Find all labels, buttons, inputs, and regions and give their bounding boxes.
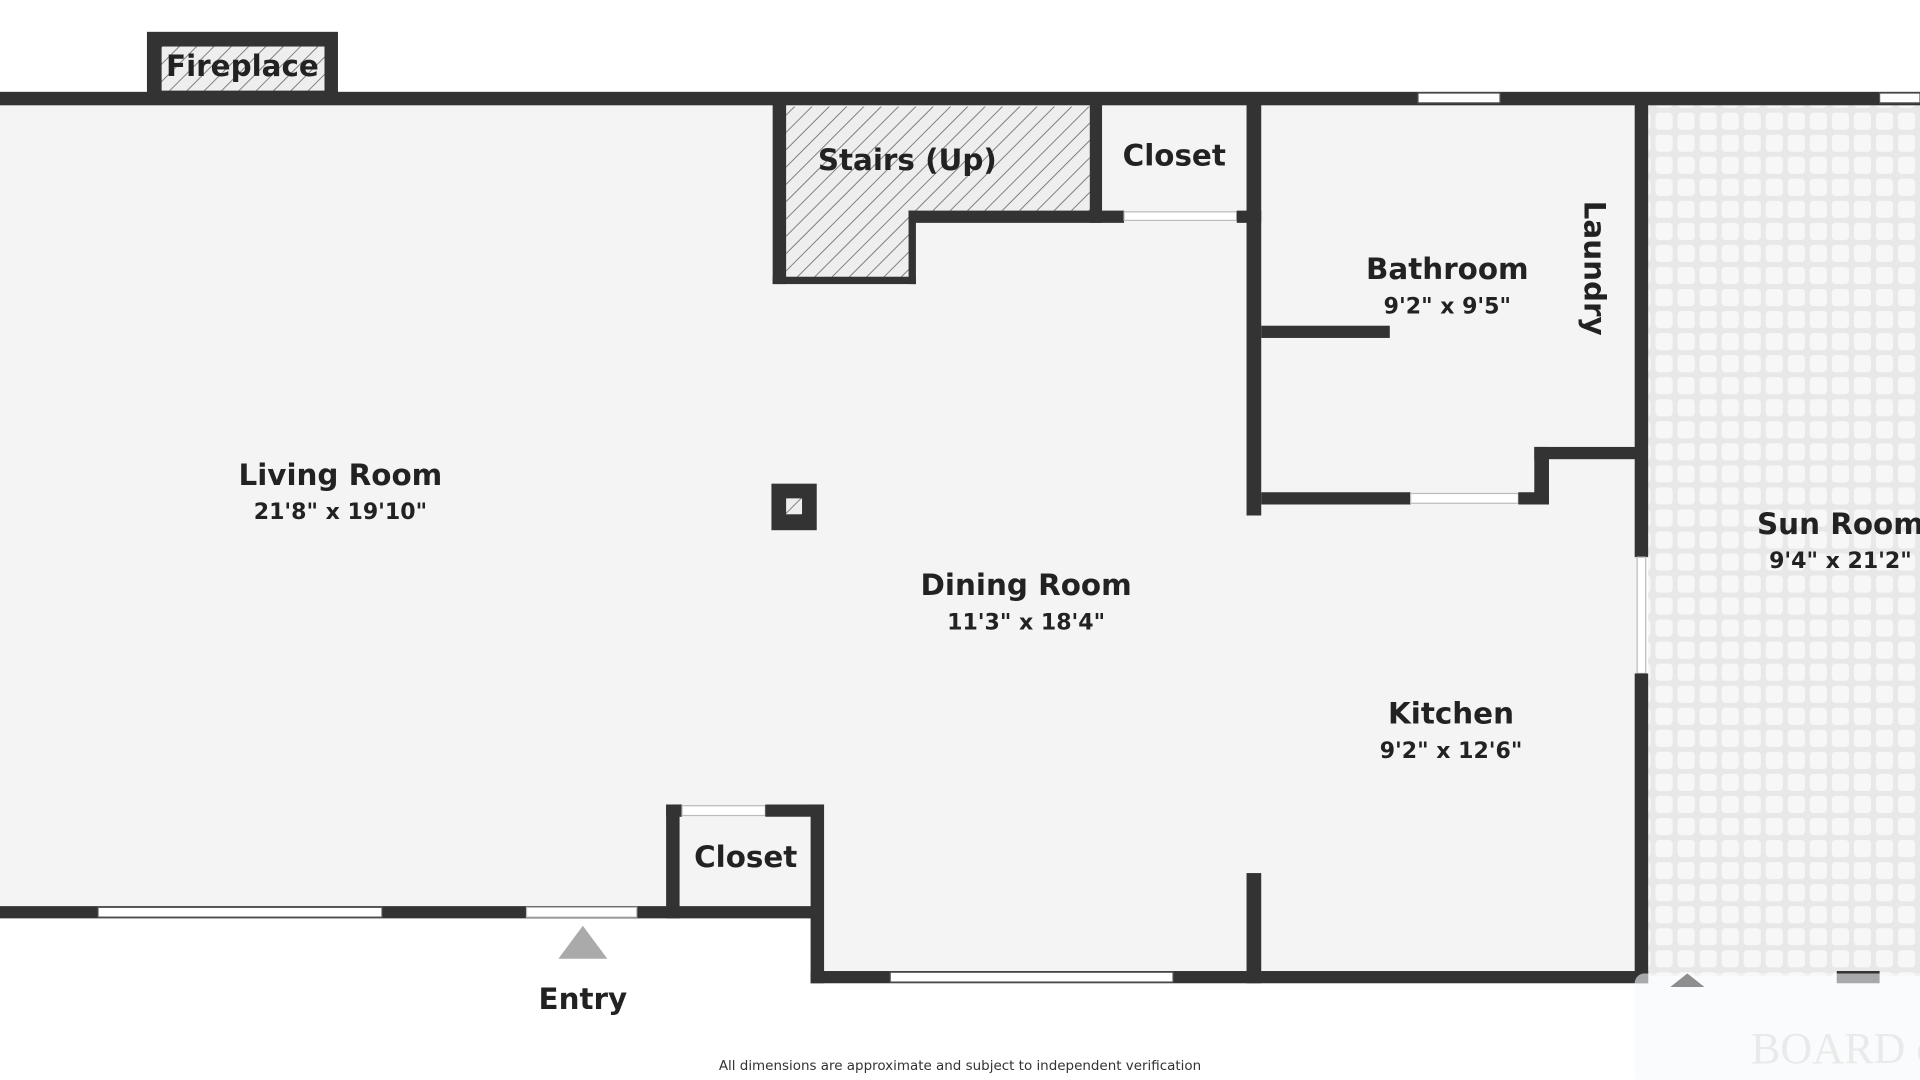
laundry-label: Laundry	[1577, 201, 1611, 336]
closet-bottom-label: Closet	[694, 840, 797, 874]
entry-label: Entry	[539, 982, 628, 1016]
disclaimer: All dimensions are approximate and subje…	[719, 1059, 1201, 1074]
entry-arrow-icon	[558, 925, 608, 959]
living-room-dims: 21'8" x 19'10"	[254, 500, 427, 525]
closet-top-label: Closet	[1123, 138, 1226, 172]
bathroom-dims: 9'2" x 9'5"	[1384, 294, 1511, 319]
stairs	[786, 106, 1090, 283]
walls	[0, 91, 1920, 984]
living-room-label: Living Room	[239, 458, 443, 492]
kitchen-dims: 9'2" x 12'6"	[1380, 739, 1523, 764]
kitchen-label: Kitchen	[1388, 697, 1514, 731]
stairs-label: Stairs (Up)	[818, 143, 997, 177]
watermark-logo: BOARD of R	[1634, 973, 1920, 1080]
dining-room-label: Dining Room	[921, 568, 1132, 602]
fireplace-label: Fireplace	[166, 49, 319, 83]
interior-floor-dining	[810, 906, 1644, 978]
svg-text:BOARD of R: BOARD of R	[1751, 1024, 1920, 1073]
bathroom-label: Bathroom	[1366, 252, 1529, 286]
sun-room-floor	[1648, 104, 1920, 976]
dining-room-dims: 11'3" x 18'4"	[947, 610, 1105, 635]
sun-room-label: Sun Room	[1757, 507, 1920, 541]
sun-room-dims: 9'4" x 21'2"	[1769, 549, 1912, 574]
